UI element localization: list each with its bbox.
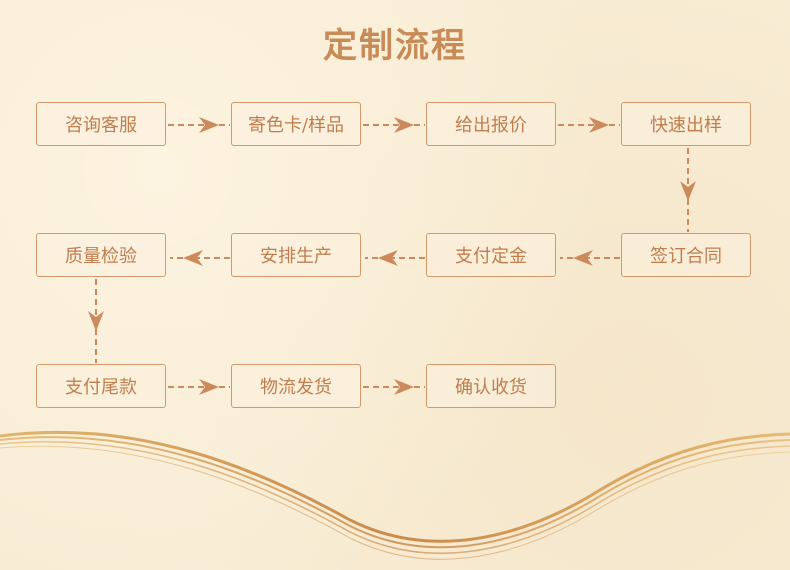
arrow-head-right	[394, 117, 414, 133]
step-sign-contract: 签订合同	[621, 233, 751, 277]
step-send-color-card: 寄色卡/样品	[231, 102, 361, 146]
arrow-head-right	[394, 379, 414, 395]
arrow-head-right	[199, 379, 219, 395]
step-confirm-receipt: 确认收货	[426, 364, 556, 408]
arrow-head-left	[573, 250, 593, 266]
arrow-head-left	[378, 250, 398, 266]
step-logistics-shipping: 物流发货	[231, 364, 361, 408]
step-pay-deposit: 支付定金	[426, 233, 556, 277]
arrow-head-right	[589, 117, 609, 133]
arrow-head-down	[680, 181, 696, 201]
step-consult-service: 咨询客服	[36, 102, 166, 146]
step-arrange-production: 安排生产	[231, 233, 361, 277]
step-quality-check: 质量检验	[36, 233, 166, 277]
step-give-quote: 给出报价	[426, 102, 556, 146]
step-pay-balance: 支付尾款	[36, 364, 166, 408]
arrow-head-right	[199, 117, 219, 133]
step-fast-sample: 快速出样	[621, 102, 751, 146]
arrow-head-left	[183, 250, 203, 266]
arrow-head-down	[88, 311, 104, 331]
page-title: 定制流程	[323, 26, 467, 66]
